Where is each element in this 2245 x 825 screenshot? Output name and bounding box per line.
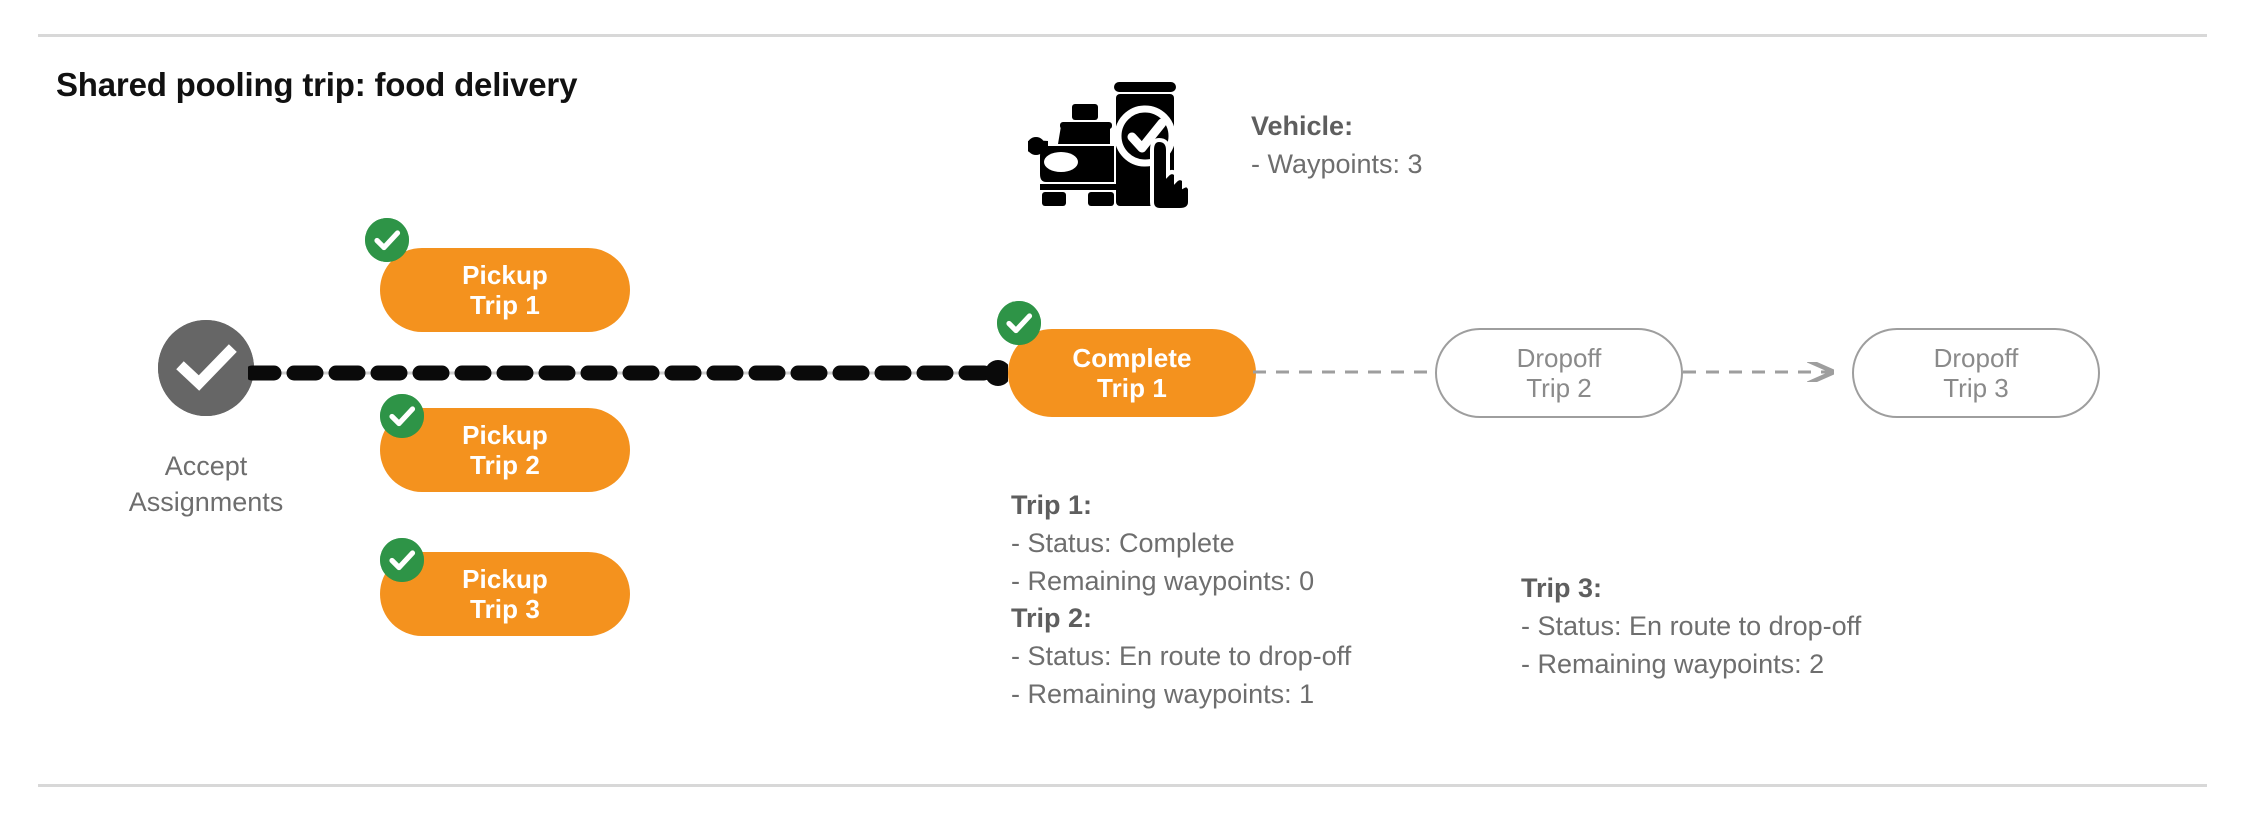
accept-assignments-node[interactable] bbox=[158, 320, 254, 416]
trip-1-waypoints-line: - Remaining waypoints: 0 bbox=[1011, 565, 1315, 596]
trip-3-waypoints-line: - Remaining waypoints: 2 bbox=[1521, 648, 1825, 679]
complete-trip-1-check-icon bbox=[997, 301, 1041, 345]
accept-label-line1: Accept bbox=[164, 451, 248, 481]
trip-2-status-line: - Status: En route to drop-off bbox=[1011, 641, 1352, 672]
trip-3-status-line: - Status: En route to drop-off bbox=[1521, 610, 1862, 641]
dropoff-trip-3-node[interactable]: Dropoff Trip 3 bbox=[1852, 328, 2100, 418]
pickup-trip-1-node[interactable]: Pickup Trip 1 bbox=[380, 248, 630, 332]
connector-dropoff-2-to-dropoff-3 bbox=[1683, 362, 1843, 382]
accept-assignments-label: Accept Assignments bbox=[58, 448, 354, 520]
trip-2-waypoints-line: - Remaining waypoints: 1 bbox=[1011, 678, 1315, 709]
trip-1-status-line: - Status: Complete bbox=[1011, 527, 1235, 558]
pickup-trip-3-line1: Pickup bbox=[462, 563, 548, 594]
dropoff-trip-3-line1: Dropoff bbox=[1933, 342, 2019, 373]
dropoff-trip-2-node[interactable]: Dropoff Trip 2 bbox=[1435, 328, 1683, 418]
dropoff-trip-2-line2: Trip 2 bbox=[1526, 373, 1592, 403]
vehicle-note: Vehicle: - Waypoints: 3 bbox=[1251, 108, 1423, 184]
pickup-trip-1-line2: Trip 1 bbox=[470, 290, 540, 320]
dropoff-trip-3-line2: Trip 3 bbox=[1943, 373, 2009, 403]
pickup-trip-3-line2: Trip 3 bbox=[470, 594, 540, 624]
trip-2-heading: Trip 2: bbox=[1011, 603, 1093, 634]
bottom-divider bbox=[38, 784, 2207, 787]
pickup-trip-2-node[interactable]: Pickup Trip 2 bbox=[380, 408, 630, 492]
trip-3-heading: Trip 3: bbox=[1521, 573, 1603, 603]
vehicle-note-heading: Vehicle: bbox=[1251, 111, 1354, 141]
accept-label-line2: Assignments bbox=[128, 487, 284, 518]
trip-1-2-notes: Trip 1: - Status: Complete - Remaining w… bbox=[1011, 487, 1351, 714]
complete-trip-1-line1: Complete bbox=[1072, 342, 1192, 373]
connector-complete-to-dropoff-2 bbox=[1253, 362, 1443, 382]
pickup-trip-2-line2: Trip 2 bbox=[470, 450, 540, 480]
pickup-trip-1-line1: Pickup bbox=[462, 259, 548, 290]
pickup-trip-1-check-icon bbox=[365, 218, 409, 262]
car-phone-checkmark-icon bbox=[1028, 70, 1188, 210]
connector-accept-to-complete bbox=[244, 360, 1011, 386]
vehicle-note-line-1: - Waypoints: 3 bbox=[1251, 148, 1423, 179]
dropoff-trip-2-line1: Dropoff bbox=[1516, 342, 1602, 373]
top-divider bbox=[38, 34, 2207, 37]
pickup-trip-3-check-icon bbox=[380, 538, 424, 582]
check-circle-icon bbox=[158, 320, 254, 416]
complete-trip-1-node[interactable]: Complete Trip 1 bbox=[1008, 329, 1256, 417]
page-title: Shared pooling trip: food delivery bbox=[56, 66, 578, 103]
trip-1-heading: Trip 1: bbox=[1011, 490, 1093, 520]
complete-trip-1-line2: Trip 1 bbox=[1097, 373, 1167, 403]
pickup-trip-2-line1: Pickup bbox=[462, 419, 548, 450]
trip-3-notes: Trip 3: - Status: En route to drop-off -… bbox=[1521, 570, 1861, 683]
pickup-trip-2-check-icon bbox=[380, 394, 424, 438]
